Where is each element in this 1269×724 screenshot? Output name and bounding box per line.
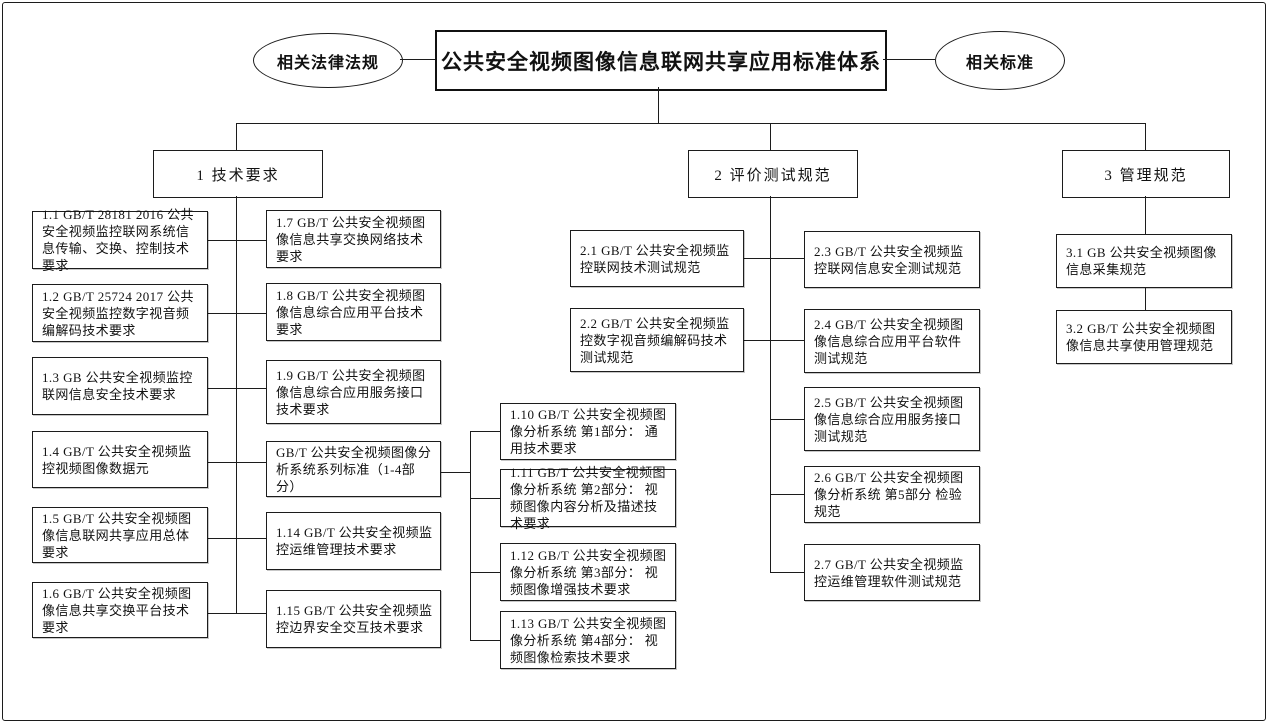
connector-line [208, 240, 266, 241]
standard-1-5-label: 1.5 GB/T 公共安全视频图像信息联网共享应用总体要求 [42, 510, 192, 560]
standard-box-1-3: 1.3 GB 公共安全视频监控联网信息安全技术要求 [32, 357, 208, 415]
connector-line [744, 258, 804, 259]
standard-box-1-5: 1.5 GB/T 公共安全视频图像信息联网共享应用总体要求 [32, 507, 208, 563]
standard-box-1-11: 1.11 GB/T 公共安全视频图像分析系统 第2部分： 视频图像内容分析及描述… [500, 465, 676, 531]
standard-box-1-14: 1.14 GB/T 公共安全视频监控运维管理技术要求 [266, 512, 441, 570]
standard-1-6-label: 1.6 GB/T 公共安全视频图像信息共享交换平台技术要求 [42, 585, 192, 635]
related-laws-ellipse: 相关法律法规 [253, 33, 403, 88]
standard-1-4-label: 1.4 GB/T 公共安全视频监控视频图像数据元 [42, 443, 192, 476]
standard-box-1-2: 1.2 GB/T 25724 2017 公共安全视频监控数字视音频编解码技术要求 [32, 284, 208, 342]
category-2-label: 2 评价测试规范 [714, 167, 832, 184]
standard-2-2-label: 2.2 GB/T 公共安全视频监控数字视音频编解码技术测试规范 [580, 315, 730, 365]
standard-box-3-1: 3.1 GB 公共安全视频图像信息采集规范 [1056, 234, 1232, 288]
standard-box-2-2: 2.2 GB/T 公共安全视频监控数字视音频编解码技术测试规范 [570, 308, 744, 372]
standard-1-2-label: 1.2 GB/T 25724 2017 公共安全视频监控数字视音频编解码技术要求 [42, 288, 194, 338]
connector-line [208, 462, 266, 463]
standard-box-1-10: 1.10 GB/T 公共安全视频图像分析系统 第1部分： 通用技术要求 [500, 403, 676, 460]
standard-box-1-15: 1.15 GB/T 公共安全视频监控边界安全交互技术要求 [266, 590, 441, 648]
category-management-specs: 3 管理规范 [1062, 150, 1230, 198]
connector-line [208, 313, 266, 314]
standard-box-1-13: 1.13 GB/T 公共安全视频图像分析系统 第4部分： 视频图像检索技术要求 [500, 611, 676, 669]
connector-line [770, 123, 771, 150]
standard-box-2-5: 2.5 GB/T 公共安全视频图像信息综合应用服务接口测试规范 [804, 387, 980, 451]
connector-line [470, 640, 500, 641]
standard-box-1-4: 1.4 GB/T 公共安全视频监控视频图像数据元 [32, 431, 208, 488]
standard-box-2-4: 2.4 GB/T 公共安全视频图像信息综合应用平台软件测试规范 [804, 309, 980, 373]
connector-line [770, 494, 804, 495]
connector-line [744, 340, 804, 341]
branch1-trunk [236, 196, 237, 613]
standard-box-1-8: 1.8 GB/T 公共安全视频图像信息综合应用平台技术要求 [266, 283, 441, 341]
standard-2-1-label: 2.1 GB/T 公共安全视频监控联网技术测试规范 [580, 242, 730, 275]
connector-line [1145, 288, 1146, 310]
branch3-trunk [1145, 196, 1146, 234]
standard-1-13-label: 1.13 GB/T 公共安全视频图像分析系统 第4部分： 视频图像检索技术要求 [510, 615, 667, 665]
related-standards-label: 相关标准 [965, 54, 1034, 72]
standard-box-1-1: 1.1 GB/T 28181 2016 公共安全视频监控联网系统信息传输、交换、… [32, 207, 208, 273]
series-fan-trunk [470, 431, 471, 640]
standard-box-2-6: 2.6 GB/T 公共安全视频图像分析系统 第5部分 检验规范 [804, 466, 980, 523]
standard-2-6-label: 2.6 GB/T 公共安全视频图像分析系统 第5部分 检验规范 [814, 470, 964, 519]
standard-3-2-label: 3.2 GB/T 公共安全视频图像信息共享使用管理规范 [1066, 321, 1216, 353]
connector-line [770, 572, 804, 573]
standard-box-2-3: 2.3 GB/T 公共安全视频监控联网信息安全测试规范 [804, 231, 980, 288]
related-standards-ellipse: 相关标准 [935, 31, 1065, 90]
category-1-label: 1 技术要求 [196, 167, 280, 184]
standard-2-7-label: 2.7 GB/T 公共安全视频监控运维管理软件测试规范 [814, 556, 964, 589]
standard-box-1-6: 1.6 GB/T 公共安全视频图像信息共享交换平台技术要求 [32, 582, 208, 638]
standard-1-11-label: 1.11 GB/T 公共安全视频图像分析系统 第2部分： 视频图像内容分析及描述… [510, 465, 666, 531]
category-technical-requirements: 1 技术要求 [153, 150, 323, 198]
connector-line [470, 431, 500, 432]
connector-line [208, 613, 266, 614]
standard-1-8-label: 1.8 GB/T 公共安全视频图像信息综合应用平台技术要求 [276, 287, 426, 337]
standard-box-2-7: 2.7 GB/T 公共安全视频监控运维管理软件测试规范 [804, 544, 980, 601]
standard-box-1-9: 1.9 GB/T 公共安全视频图像信息综合应用服务接口技术要求 [266, 360, 441, 424]
standard-2-3-label: 2.3 GB/T 公共安全视频监控联网信息安全测试规范 [814, 243, 964, 276]
connector-line [470, 498, 500, 499]
connector-line [208, 388, 266, 389]
standard-1-7-label: 1.7 GB/T 公共安全视频图像信息共享交换网络技术要求 [276, 214, 426, 264]
related-laws-label: 相关法律法规 [276, 54, 379, 72]
connector-line [470, 572, 500, 573]
standard-1-10-label: 1.10 GB/T 公共安全视频图像分析系统 第1部分： 通用技术要求 [510, 407, 667, 456]
connector-line [236, 123, 237, 150]
standard-1-3-label: 1.3 GB 公共安全视频监控联网信息安全技术要求 [42, 370, 193, 402]
standard-1-12-label: 1.12 GB/T 公共安全视频图像分析系统 第3部分： 视频图像增强技术要求 [510, 547, 667, 597]
standard-box-3-2: 3.2 GB/T 公共安全视频图像信息共享使用管理规范 [1056, 310, 1232, 364]
diagram-title: 公共安全视频图像信息联网共享应用标准体系 [441, 49, 881, 74]
distribution-line [236, 123, 1146, 124]
connector-line [441, 472, 470, 473]
standard-box-2-1: 2.1 GB/T 公共安全视频监控联网技术测试规范 [570, 230, 744, 287]
connector-line [770, 419, 804, 420]
standard-series-label: GB/T 公共安全视频图像分析系统系列标准（1-4部分） [276, 444, 432, 494]
connector-line [400, 59, 435, 60]
standard-1-1-label: 1.1 GB/T 28181 2016 公共安全视频监控联网系统信息传输、交换、… [42, 207, 194, 273]
standard-1-14-label: 1.14 GB/T 公共安全视频监控运维管理技术要求 [276, 525, 433, 557]
connector-line [208, 538, 266, 539]
standard-box-1-7: 1.7 GB/T 公共安全视频图像信息共享交换网络技术要求 [266, 210, 441, 268]
connector-line [883, 59, 935, 60]
standard-box-1-12: 1.12 GB/T 公共安全视频图像分析系统 第3部分： 视频图像增强技术要求 [500, 543, 676, 601]
connector-line [658, 87, 659, 123]
standard-2-4-label: 2.4 GB/T 公共安全视频图像信息综合应用平台软件测试规范 [814, 316, 964, 366]
category-3-label: 3 管理规范 [1104, 167, 1188, 184]
standard-2-5-label: 2.5 GB/T 公共安全视频图像信息综合应用服务接口测试规范 [814, 394, 964, 444]
standard-1-15-label: 1.15 GB/T 公共安全视频监控边界安全交互技术要求 [276, 603, 433, 635]
branch2-trunk [770, 196, 771, 573]
connector-line [1145, 123, 1146, 150]
category-evaluation-test-specs: 2 评价测试规范 [688, 150, 858, 198]
diagram-title-box: 公共安全视频图像信息联网共享应用标准体系 [435, 30, 887, 91]
standard-3-1-label: 3.1 GB 公共安全视频图像信息采集规范 [1066, 245, 1217, 277]
standard-box-series: GB/T 公共安全视频图像分析系统系列标准（1-4部分） [266, 441, 441, 497]
standard-1-9-label: 1.9 GB/T 公共安全视频图像信息综合应用服务接口技术要求 [276, 367, 426, 417]
